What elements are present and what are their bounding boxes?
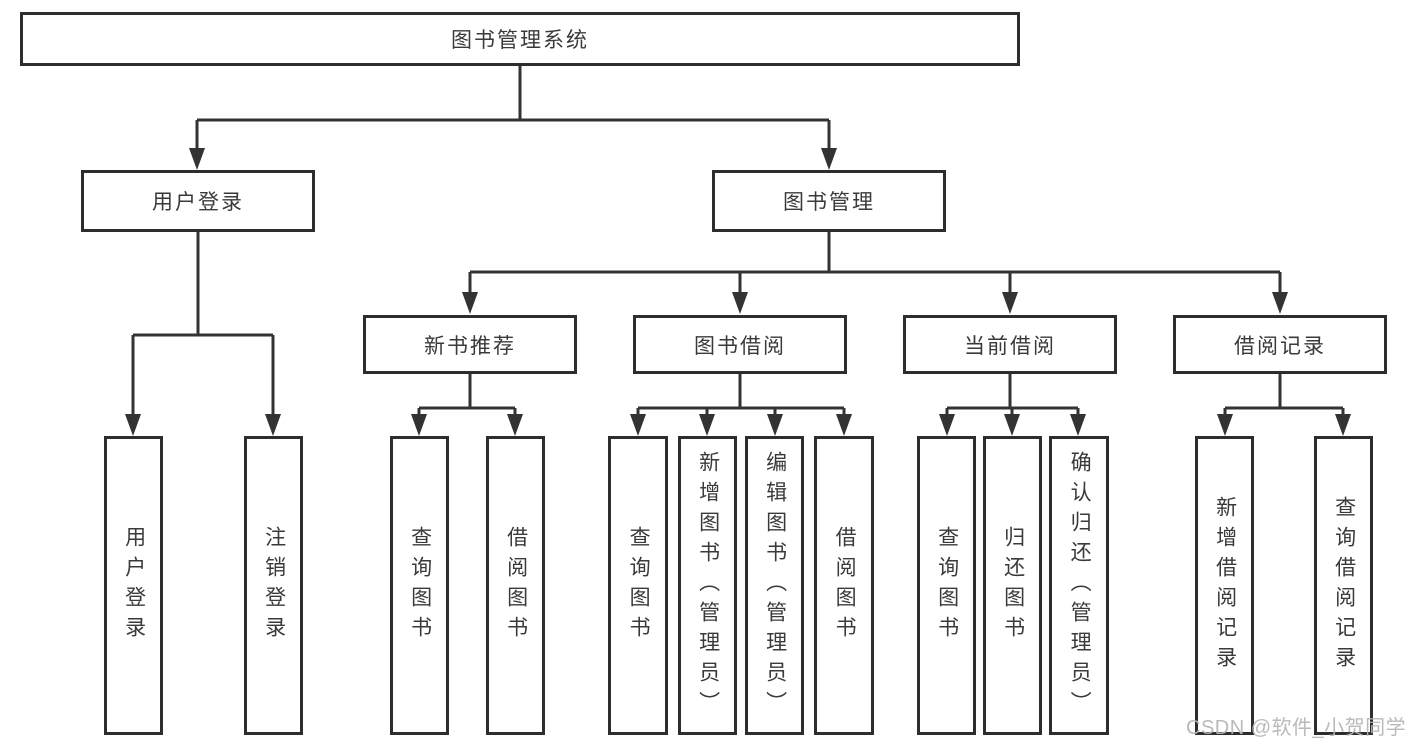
node-user-login: 用户登录 [81,170,315,232]
leaf-borrow-add-books-admin-label: 新增图书（管理员） [696,450,720,721]
leaf-current-return-books-label: 归还图书 [1001,525,1025,646]
leaf-borrow-edit-books-admin-label: 编辑图书（管理员） [763,450,787,721]
leaf-logout-label: 注销登录 [262,525,286,646]
csdn-watermark: CSDN @软件_小贺同学 [1186,717,1405,739]
leaf-recommend-query-books: 查询图书 [390,436,449,735]
leaf-user-login: 用户登录 [104,436,163,735]
leaf-recommend-borrow-books-label: 借阅图书 [504,525,528,646]
leaf-logout: 注销登录 [244,436,303,735]
leaf-current-confirm-return-admin-label: 确认归还（管理员） [1068,450,1092,721]
node-new-book-recommendation: 新书推荐 [363,315,577,374]
leaf-borrow-query-books: 查询图书 [608,436,668,735]
tree-lines [131,66,1345,416]
leaf-borrow-edit-books-admin: 编辑图书（管理员） [745,436,804,735]
leaf-borrow-query-books-label: 查询图书 [627,525,651,646]
node-current-borrowing: 当前借阅 [903,315,1117,374]
leaf-current-return-books: 归还图书 [983,436,1042,735]
leaf-recommend-borrow-books: 借阅图书 [486,436,545,735]
node-book-management: 图书管理 [712,170,946,232]
leaf-current-confirm-return-admin: 确认归还（管理员） [1049,436,1109,735]
leaf-recommend-query-books-label: 查询图书 [408,525,432,646]
leaf-current-query-books-label: 查询图书 [935,525,959,646]
leaf-records-add-record-label: 新增借阅记录 [1213,495,1237,676]
leaf-records-query-record: 查询借阅记录 [1314,436,1373,735]
leaf-current-query-books: 查询图书 [917,436,976,735]
node-borrowing-records: 借阅记录 [1173,315,1387,374]
node-root: 图书管理系统 [20,12,1020,66]
leaf-user-login-label: 用户登录 [122,525,146,646]
leaf-records-add-record: 新增借阅记录 [1195,436,1254,735]
node-book-borrowing: 图书借阅 [633,315,847,374]
arrowheads [125,148,1351,436]
leaf-borrow-borrow-books: 借阅图书 [814,436,874,735]
leaf-records-query-record-label: 查询借阅记录 [1332,495,1356,676]
leaf-borrow-add-books-admin: 新增图书（管理员） [678,436,737,735]
leaf-borrow-borrow-books-label: 借阅图书 [833,525,857,646]
